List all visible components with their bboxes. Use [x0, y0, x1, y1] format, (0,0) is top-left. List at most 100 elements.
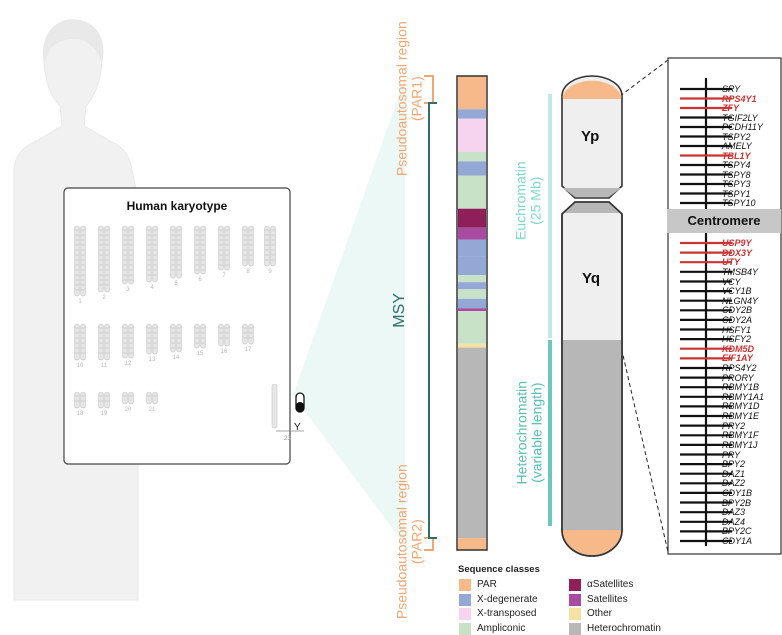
gene-label: TSPY2 [722, 131, 751, 142]
yp-band [562, 188, 622, 197]
y-chromosome-ideogram [561, 75, 623, 557]
yq-centromeric-band [563, 203, 621, 213]
par2-label-line1: Pseudoautosomal region [393, 464, 410, 620]
gene-label: TSPY10 [722, 198, 756, 208]
legend-label: Satellites [587, 593, 628, 605]
chromosome-10 [80, 323, 86, 361]
centromere-label: Centromere [667, 209, 781, 233]
gene-label: RBMY1D [722, 401, 760, 412]
gene-label: ZFY [722, 103, 739, 113]
chromosome-9 [264, 225, 270, 267]
gene-label: PRY2 [722, 420, 746, 431]
sequence-segment-satellites [458, 308, 486, 312]
chromosome-number: 4 [150, 285, 154, 291]
chromosome-number: 7 [222, 273, 226, 279]
heterochromatin-label-line1: Heterochromatin [513, 380, 530, 485]
chromosome-x [271, 383, 278, 429]
chromosome-number: 3 [126, 287, 130, 293]
sequence-segment-heterochromatin [458, 347, 486, 539]
chromosome-number: 19 [100, 411, 108, 417]
chromosome-19 [98, 391, 104, 409]
chromosome-20 [128, 391, 134, 405]
chromosome-8 [248, 225, 254, 267]
chromosome-2 [104, 225, 110, 293]
gene-label: DAZ3 [722, 507, 746, 518]
legend-swatch [459, 608, 471, 620]
zoom-dash-bottom [619, 341, 669, 553]
chromosome-number-23: 23 [284, 436, 291, 442]
par1-label-line2: (PAR1) [408, 76, 424, 122]
gene-label: TSPY3 [722, 179, 751, 189]
legend-swatch [569, 593, 581, 606]
gene-label: BPY2B [722, 497, 752, 508]
legend-label: Ampliconic [477, 622, 526, 634]
chromosome-20 [122, 391, 128, 405]
gene-label: DAZ2 [722, 478, 746, 489]
chromosome-21 [146, 391, 152, 405]
euchromatin-label-line2: (25 Mb) [527, 176, 543, 225]
gene-label: RPS4Y1 [722, 93, 757, 104]
chromosome-7 [224, 225, 230, 271]
legend-swatch [569, 608, 581, 620]
chromosome-17 [242, 323, 248, 345]
chromosome-18 [74, 391, 80, 409]
chromosome-number: 17 [244, 347, 252, 353]
chromosome-number: 20 [124, 407, 132, 413]
yq-par-cap [562, 530, 622, 555]
par1-bracket [424, 75, 434, 104]
sequence-segment-x-degenerate [458, 256, 486, 276]
gene-label: PRORY [722, 372, 754, 383]
legend-label: X-degenerate [477, 593, 538, 605]
legend-title: Sequence classes [458, 564, 540, 575]
chromosome-4 [146, 225, 152, 283]
chromosome-y-heterochromatin [296, 402, 304, 412]
chromosome-number: 15 [196, 351, 204, 357]
gene-label: EIF1AY [722, 353, 753, 364]
hair-shape [42, 19, 104, 64]
chromosome-7 [218, 225, 224, 271]
legend-label: Heterochromatin [587, 622, 661, 634]
gene-label: RBMY1E [722, 411, 760, 421]
chromosome-16 [218, 323, 224, 347]
sequence-segment-x-degenerate [458, 109, 486, 119]
heterochromatin-label: Heterochromatin (variable length) [513, 338, 544, 528]
gene-label: KDM5D [722, 343, 755, 354]
chromosome-9 [270, 225, 276, 267]
chromosome-number: 13 [148, 357, 156, 363]
sequence-segment-ampliconic [458, 151, 486, 162]
gene-label: DAZ1 [722, 468, 746, 479]
gene-label: CDY2A [722, 314, 753, 325]
chromosome-19 [104, 391, 110, 409]
legend-swatch [459, 622, 471, 635]
gene-label: VCY [722, 276, 741, 287]
chromosome-number: 16 [220, 349, 228, 355]
msy-bracket [428, 102, 437, 539]
legend-swatch [569, 622, 581, 635]
chromosome-1 [80, 225, 86, 297]
gene-label: DAZ4 [722, 516, 746, 527]
chromosome-number: 1 [78, 299, 82, 305]
gene-label: VCY1B [722, 286, 752, 297]
gene-label: CDY1A [722, 536, 753, 546]
par2-bracket [424, 537, 434, 551]
gene-label: TMSB4Y [722, 266, 759, 277]
yq-label: Yq [582, 270, 601, 287]
yp-label: Yp [581, 128, 600, 145]
gene-label: RBMY1A1 [722, 391, 765, 402]
gene-label: CDY2B [722, 305, 753, 316]
heterochromatin-label-line2: (variable length) [528, 382, 544, 483]
chromosome-number: 18 [76, 411, 84, 417]
sequence-segment-satellites [458, 227, 486, 240]
chromosome-15 [194, 323, 200, 349]
sequence-segment-x-transposed [458, 118, 486, 152]
gene-label: RBMY1B [722, 382, 760, 393]
chromosome-number: 11 [100, 363, 108, 369]
gene-label: RBMY1J [722, 439, 758, 450]
gene-label: HSFY1 [722, 324, 752, 335]
gene-label: RPS4Y2 [722, 363, 757, 373]
gene-ticks [680, 87, 732, 543]
sequence-segment-ampliconic [458, 275, 486, 283]
gene-label: PCDH11Y [722, 122, 763, 132]
sequence-segment-x-degenerate [458, 298, 486, 309]
karyotype-title: Human karyotype [126, 199, 228, 213]
